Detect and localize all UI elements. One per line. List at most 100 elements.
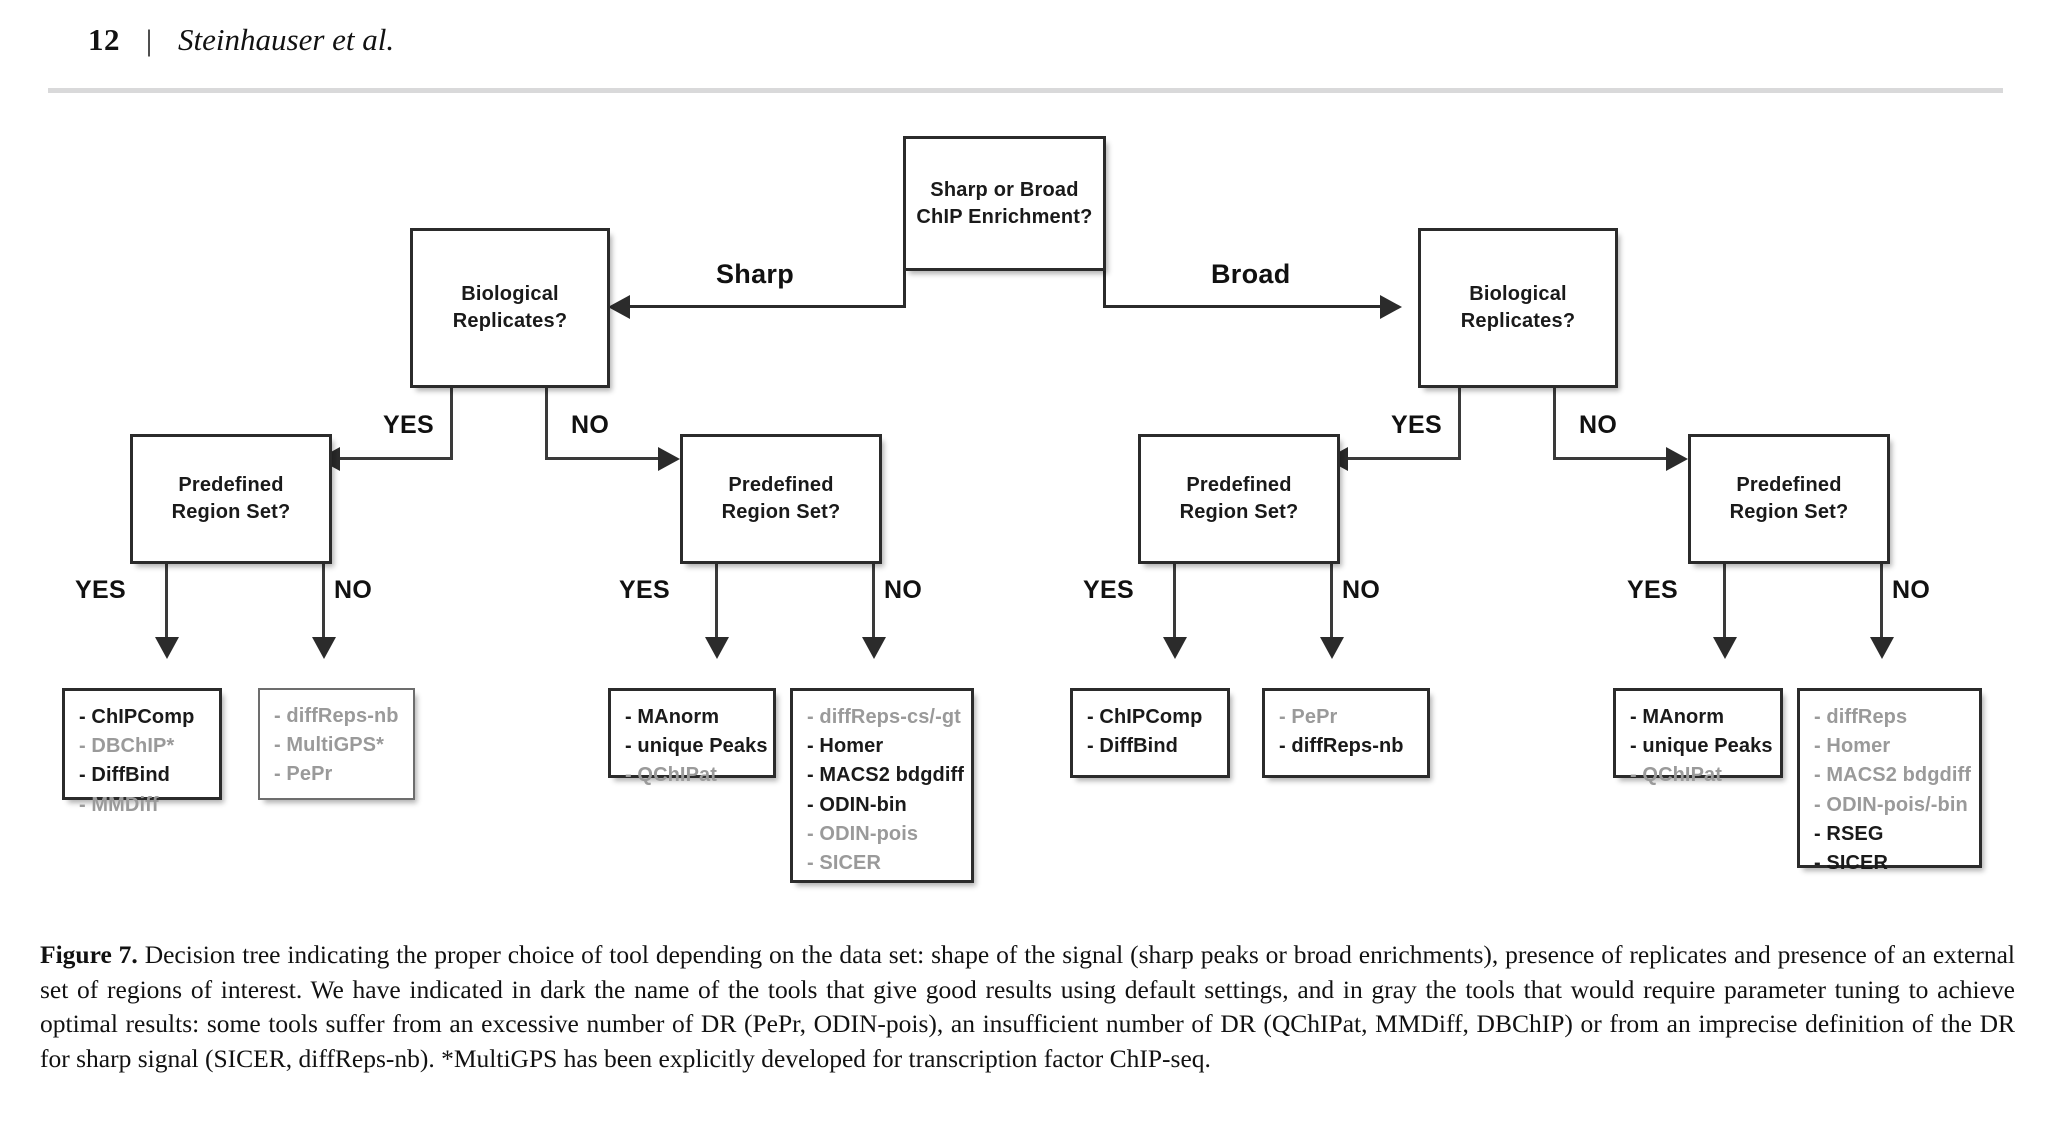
node-left-replicates-label: Biological Replicates? xyxy=(453,281,567,334)
tool-list: - diffReps-nb- MultiGPS*- PePr xyxy=(274,702,399,790)
leaf4-stem xyxy=(872,564,875,639)
leaf-box-broad-rep-yes-region-yes: - ChIPComp- DiffBind xyxy=(1070,688,1230,778)
node-right-no-region-line1: Predefined xyxy=(1736,474,1842,497)
leaf-box-sharp-rep-no-region-yes: - MAnorm- unique Peaks- QChIPat xyxy=(608,688,776,786)
edge-label-sharp: Sharp xyxy=(716,259,795,289)
tool-item: - MMDiff xyxy=(79,793,159,816)
leaf3-stem xyxy=(715,564,718,639)
leaf-box-broad-rep-yes-region-no: - PePr - diffReps-nb xyxy=(1262,688,1430,778)
leaf7-yes-label: YES xyxy=(1627,576,1678,604)
leaf8-no-label: NO xyxy=(1892,576,1931,604)
tool-item: - Homer xyxy=(807,735,884,758)
tool-item: - unique Peaks xyxy=(625,735,768,758)
node-right-replicates-line1: Biological xyxy=(1469,283,1567,306)
tool-list: - ChIPComp - DBChIP* - DiffBind - MMDiff xyxy=(79,703,205,820)
tool-item: - MACS2 bdgdiff xyxy=(1814,764,1972,787)
node-right-no-predefined-region-set: Predefined Region Set? xyxy=(1688,434,1890,564)
node-left-replicates-line1: Biological xyxy=(461,283,559,306)
right-rep-yes-horizontal xyxy=(1348,457,1461,460)
leaf7-stem xyxy=(1723,564,1726,639)
node-right-yes-region-label: Predefined Region Set? xyxy=(1180,472,1299,525)
decision-tree-figure: Sharp or Broad ChIP Enrichment? Sharp Br… xyxy=(0,104,2048,924)
leaf5-arrowhead xyxy=(1163,637,1187,659)
leaf2-stem xyxy=(322,564,325,639)
leaf8-stem xyxy=(1880,564,1883,639)
tool-item: - diffReps-nb xyxy=(274,705,399,727)
leaf3-yes-label: YES xyxy=(619,576,670,604)
root-left-stem xyxy=(903,271,906,308)
leaf4-no-label: NO xyxy=(884,576,923,604)
leaf-box-sharp-rep-yes-region-no: - diffReps-nb- MultiGPS*- PePr xyxy=(258,688,415,800)
tool-item: - ChIPComp xyxy=(79,706,195,728)
leaf3-arrowhead xyxy=(705,637,729,659)
node-left-biological-replicates: Biological Replicates? xyxy=(410,228,610,388)
leaf1-yes-label: YES xyxy=(75,576,126,604)
right-rep-no-arrowhead xyxy=(1666,447,1688,471)
leaf-box-broad-rep-no-region-yes: - MAnorm- unique Peaks- QChIPat xyxy=(1613,688,1783,786)
author-line: Steinhauser et al. xyxy=(178,22,395,57)
tool-list: - diffReps-cs/-gt - Homer - MACS2 bdgdiff -… xyxy=(807,703,965,878)
root-right-stem xyxy=(1103,271,1106,308)
node-left-no-region-line2: Region Set? xyxy=(721,501,841,523)
right-rep-yes-stem-down xyxy=(1458,388,1461,460)
tool-list: - ChIPComp- DiffBind xyxy=(1087,703,1213,761)
leaf2-arrowhead xyxy=(312,637,336,659)
tool-item: - ODIN-pois/-bin xyxy=(1814,793,1968,816)
left-rep-yes-label: YES xyxy=(383,411,434,439)
node-right-replicates-label: Biological Replicates? xyxy=(1461,281,1575,334)
leaf8-arrowhead xyxy=(1870,637,1894,659)
tool-item: - MACS2 bdgdiff xyxy=(807,764,965,787)
tool-item: - diffReps xyxy=(1814,706,1908,728)
edge-broad-arrowhead xyxy=(1380,295,1402,319)
tool-item: - MAnorm xyxy=(625,706,720,728)
left-rep-yes-horizontal xyxy=(340,457,453,460)
tool-item: - SICER xyxy=(807,851,882,874)
header-inner: 12 | Steinhauser et al. xyxy=(88,22,394,58)
tool-item: - DBChIP* xyxy=(79,735,175,758)
tool-item: - unique Peaks xyxy=(1630,735,1773,758)
tool-item: - ODIN-pois xyxy=(807,822,919,845)
node-right-yes-region-line1: Predefined xyxy=(1186,474,1292,497)
figure-caption: Figure 7. Decision tree indicating the p… xyxy=(40,938,2015,1077)
node-root-label: Sharp or Broad ChIP Enrichment? xyxy=(916,177,1092,230)
leaf4-arrowhead xyxy=(862,637,886,659)
leaf7-arrowhead xyxy=(1713,637,1737,659)
figure-caption-text: Decision tree indicating the proper choi… xyxy=(40,940,2015,1074)
left-rep-no-arrowhead xyxy=(658,447,680,471)
node-root-line1: Sharp or Broad xyxy=(930,178,1079,201)
node-left-no-region-label: Predefined Region Set? xyxy=(722,472,841,525)
node-left-yes-region-line1: Predefined xyxy=(178,474,284,497)
tool-item: - PePr xyxy=(1279,706,1338,728)
left-rep-no-stem-down xyxy=(545,388,548,460)
leaf2-no-label: NO xyxy=(334,576,373,604)
node-right-yes-predefined-region-set: Predefined Region Set? xyxy=(1138,434,1340,564)
tool-item: - DiffBind xyxy=(1087,735,1178,758)
page-number: 12 xyxy=(88,22,120,57)
tool-item: - diffReps-cs/-gt xyxy=(807,706,961,728)
node-right-replicates-line2: Replicates? xyxy=(1460,310,1576,332)
page-header: 12 | Steinhauser et al. xyxy=(0,0,2048,96)
tool-item: - RSEG xyxy=(1814,822,1884,845)
tool-item: - MAnorm xyxy=(1630,706,1725,728)
left-rep-no-horizontal xyxy=(545,457,660,460)
leaf-box-broad-rep-no-region-no: - diffReps - Homer - MACS2 bdgdiff - ODIN-p… xyxy=(1797,688,1982,874)
tool-item: - Homer xyxy=(1814,735,1891,758)
tool-list: - PePr - diffReps-nb xyxy=(1279,703,1413,761)
leaf6-arrowhead xyxy=(1320,637,1344,659)
right-rep-yes-label: YES xyxy=(1391,411,1442,439)
leaf-box-sharp-rep-yes-region-yes: - ChIPComp - DBChIP* - DiffBind - MMDiff xyxy=(62,688,222,816)
tool-item: - ODIN-bin xyxy=(807,793,907,816)
leaf-box-sharp-rep-no-region-no: - diffReps-cs/-gt - Homer - MACS2 bdgdiff -… xyxy=(790,688,974,883)
node-left-replicates-line2: Replicates? xyxy=(452,310,568,332)
leaf6-stem xyxy=(1330,564,1333,639)
right-rep-no-horizontal xyxy=(1553,457,1668,460)
tool-item: - MultiGPS* xyxy=(274,734,384,757)
node-left-no-region-line1: Predefined xyxy=(728,474,834,497)
tool-item: - DiffBind xyxy=(79,764,170,787)
leaf1-stem xyxy=(165,564,168,639)
leaf5-stem xyxy=(1173,564,1176,639)
tool-item: - diffReps-nb xyxy=(1279,735,1404,758)
leaf1-arrowhead xyxy=(155,637,179,659)
node-left-no-predefined-region-set: Predefined Region Set? xyxy=(680,434,882,564)
figure-caption-label: Figure 7. xyxy=(40,940,138,969)
